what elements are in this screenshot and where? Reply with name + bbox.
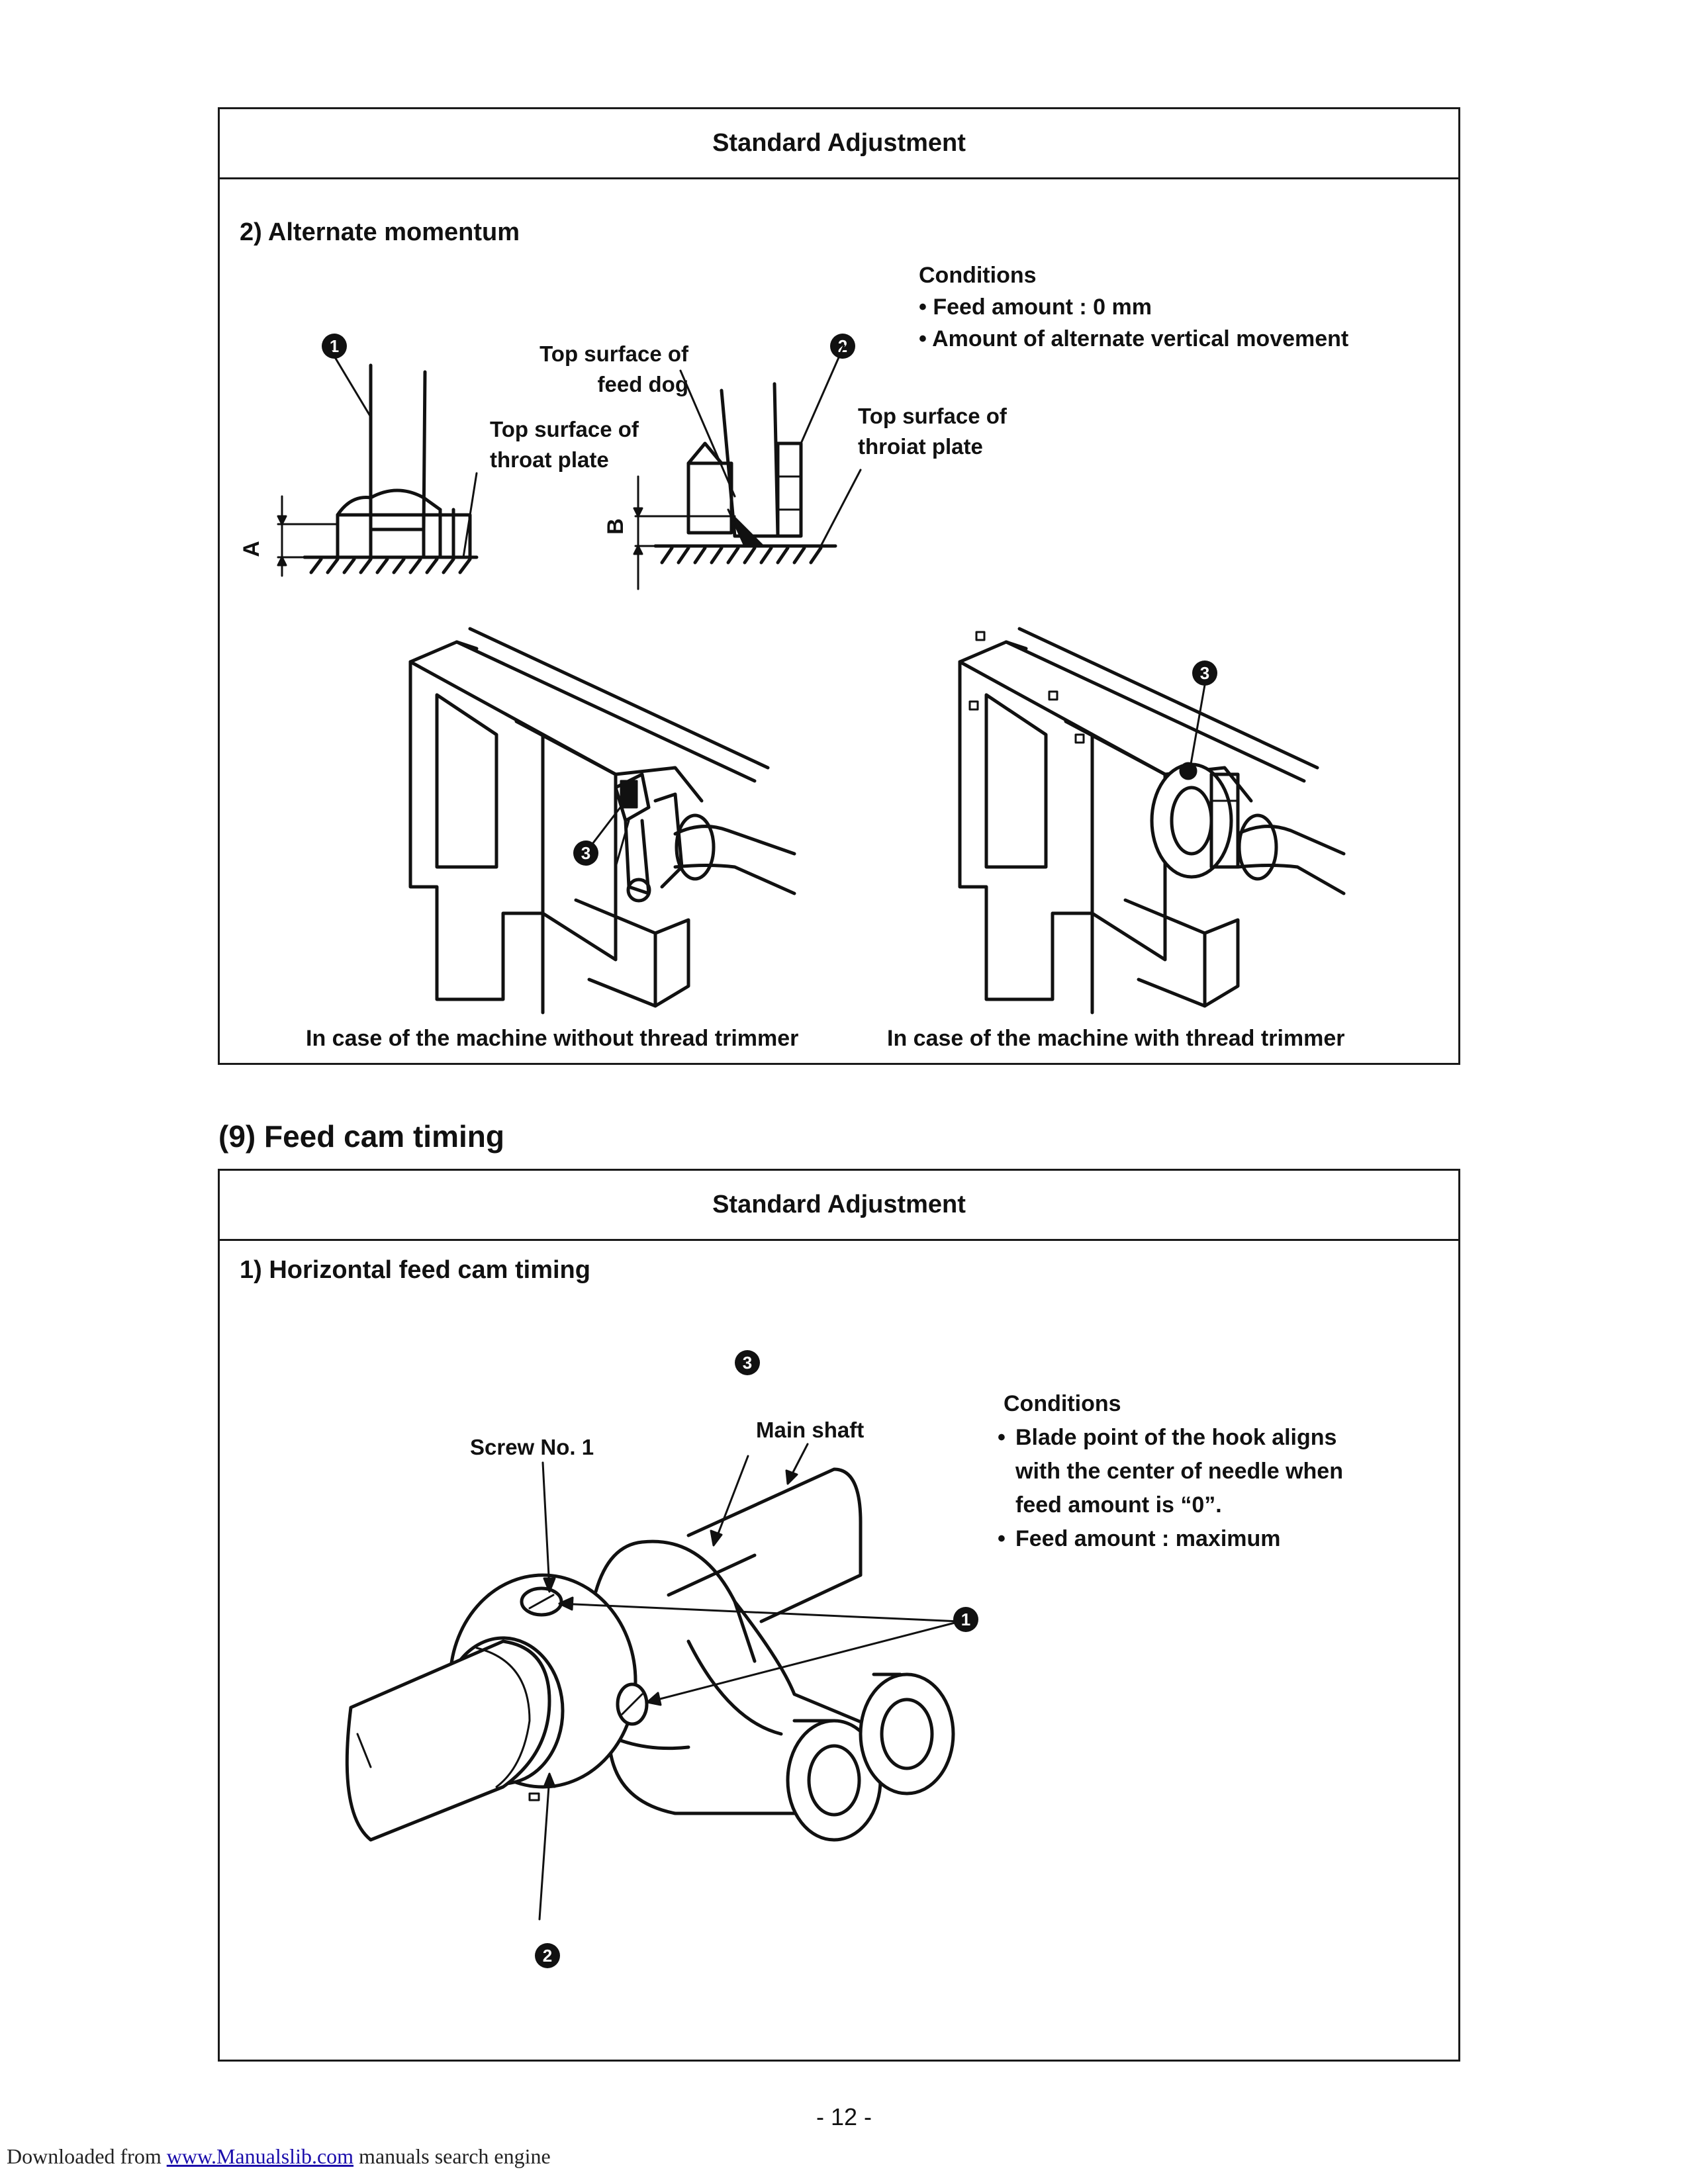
manualslib-link[interactable]: www.Manualslib.com bbox=[166, 2144, 354, 2168]
dimension-b: B bbox=[602, 518, 628, 535]
conditions-block: Conditions • Feed amount : 0 mm • Amount… bbox=[919, 259, 1348, 355]
marker-3-left: 3 bbox=[573, 841, 598, 866]
feed-cam-illustration bbox=[345, 1443, 961, 1921]
condition-item: • Blade point of the hook aligns with th… bbox=[998, 1425, 1343, 1518]
marker-3: 3 bbox=[735, 1350, 760, 1375]
marker-1: 1 bbox=[953, 1607, 978, 1632]
footer: Downloaded from www.Manualslib.com manua… bbox=[7, 2144, 551, 2168]
section-title-feed-cam-timing: (9) Feed cam timing bbox=[218, 1119, 504, 1154]
label-top-surface-feed-dog: Top surface of feed dog bbox=[539, 341, 688, 396]
conditions-title: Conditions bbox=[919, 263, 1037, 288]
condition-item: • Feed amount : maximum bbox=[998, 1526, 1281, 1551]
feed-dog-diagram-b bbox=[633, 344, 862, 590]
page-number: - 12 - bbox=[816, 2103, 872, 2130]
machine-with-trimmer-illustration bbox=[958, 627, 1346, 1015]
label-main-shaft: Main shaft bbox=[756, 1418, 865, 1442]
standard-adjustment-box-alternate: Standard Adjustment bbox=[218, 107, 1460, 1065]
box-header: Standard Adjustment bbox=[220, 109, 1458, 179]
label-top-surface-throiat-plate: Top surface of throiat plate bbox=[858, 404, 1007, 459]
marker-3-right: 3 bbox=[1192, 660, 1217, 686]
box-header: Standard Adjustment bbox=[220, 1171, 1458, 1241]
marker-2: 2 bbox=[535, 1943, 560, 1968]
caption-without-trimmer: In case of the machine without thread tr… bbox=[306, 1026, 799, 1051]
caption-with-trimmer: In case of the machine with thread trimm… bbox=[887, 1026, 1345, 1051]
standard-adjustment-box-feed-cam: Standard Adjustment bbox=[218, 1169, 1460, 2062]
feed-dog-diagram-a bbox=[277, 349, 479, 577]
label-top-surface-throat-plate: Top surface of throat plate bbox=[490, 417, 639, 472]
dimension-a: A bbox=[238, 541, 264, 557]
conditions-block-feed-cam: Conditions • Blade point of the hook ali… bbox=[988, 1387, 1343, 1556]
leader-line-marker-3-right bbox=[1189, 684, 1206, 769]
leader-line-marker-3-left bbox=[591, 786, 637, 845]
condition-item: • Feed amount : 0 mm bbox=[919, 295, 1152, 320]
subheading-horizontal-feed-cam-timing: 1) Horizontal feed cam timing bbox=[240, 1256, 590, 1284]
subheading-alternate-momentum: 2) Alternate momentum bbox=[240, 218, 520, 246]
label-screw-no-1: Screw No. 1 bbox=[470, 1435, 594, 1459]
conditions-title: Conditions bbox=[1004, 1391, 1121, 1416]
condition-item: • Amount of alternate vertical movement bbox=[919, 326, 1349, 351]
